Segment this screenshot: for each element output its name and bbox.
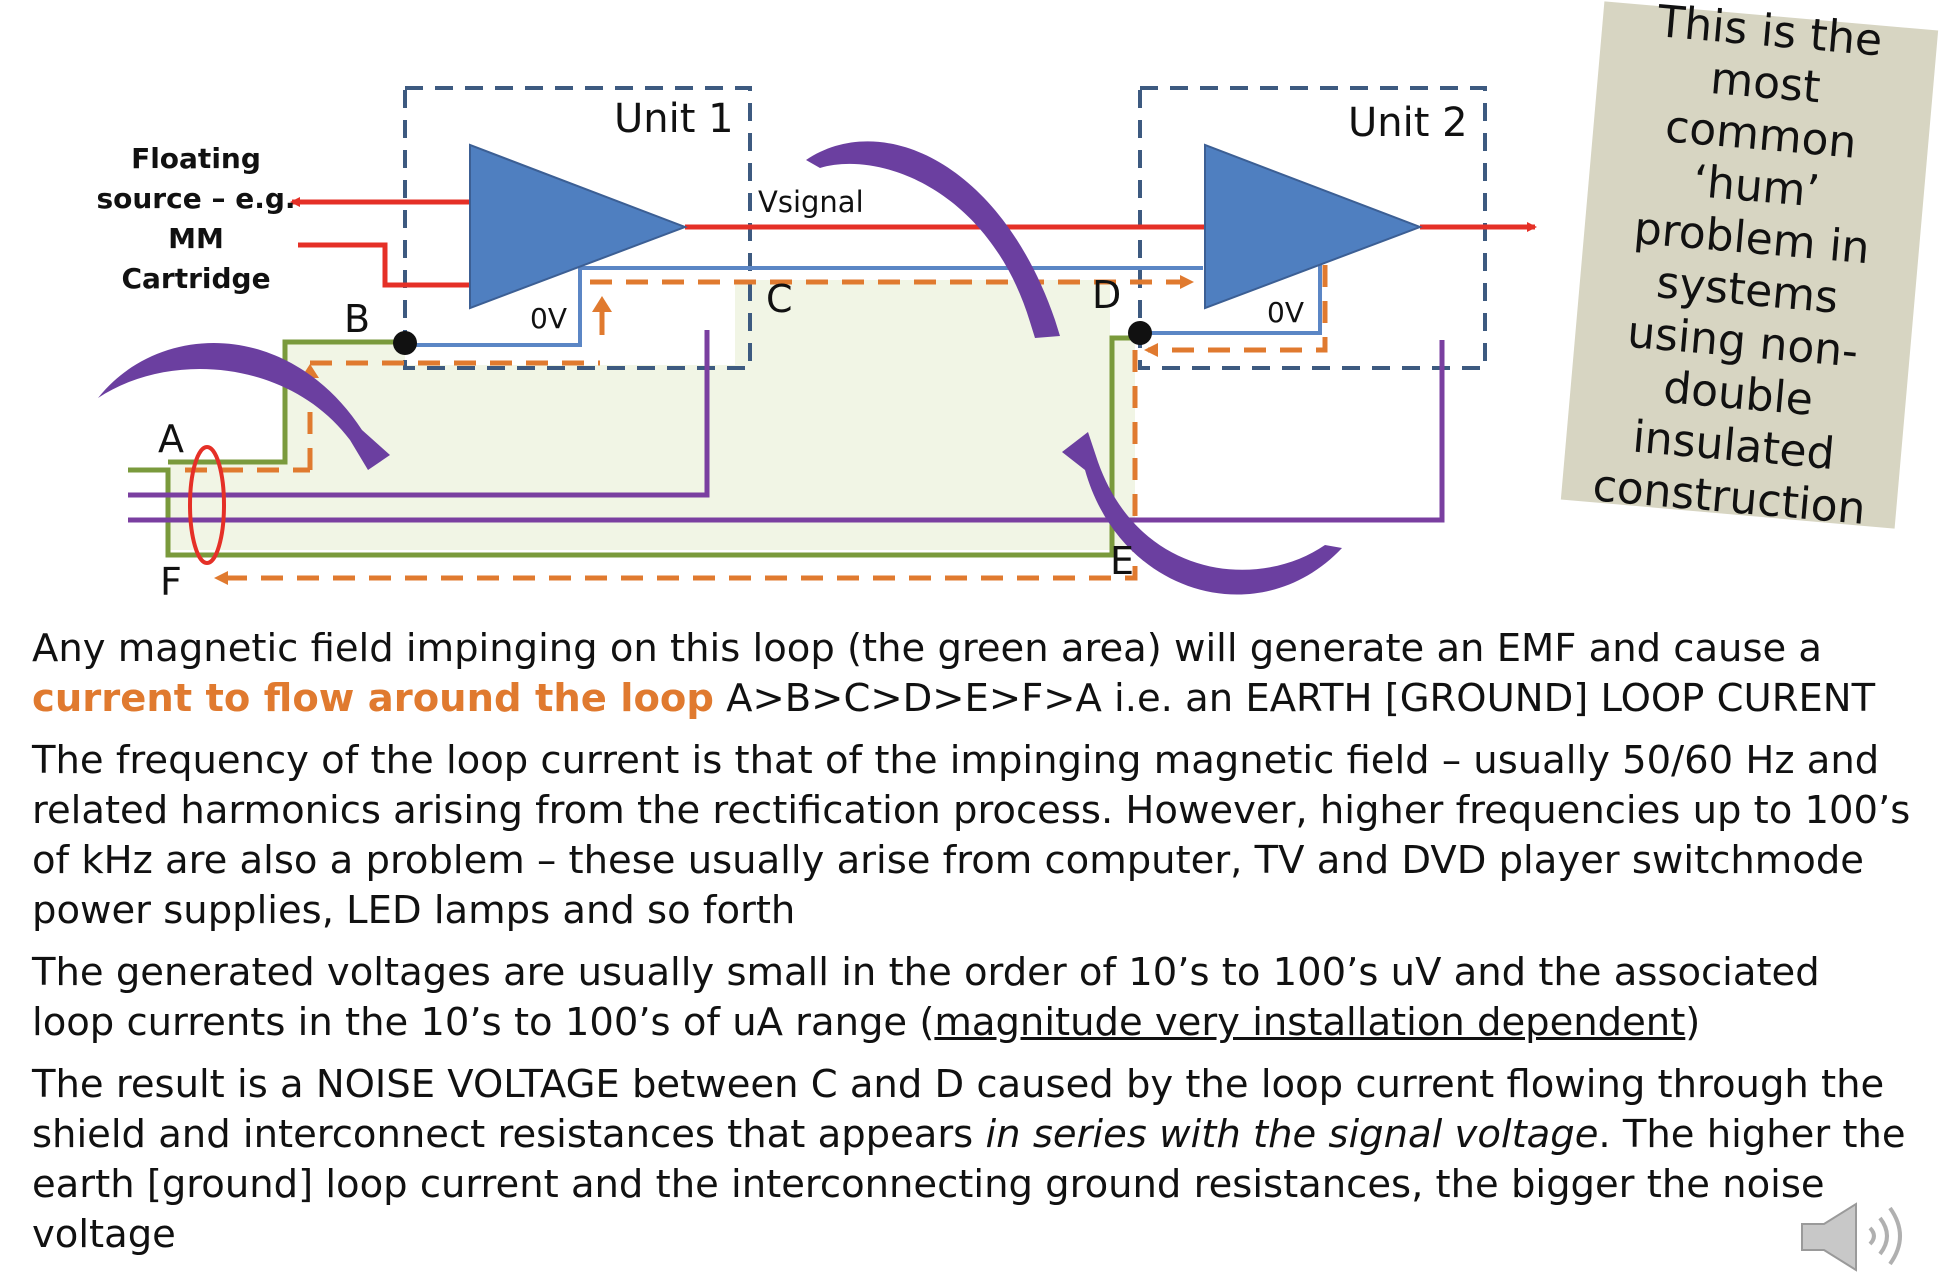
purple-wires: [128, 330, 1445, 523]
curved-arrow-bottom: [1062, 432, 1342, 595]
node-b-label: B: [344, 297, 370, 341]
paragraph-4: The result is a NOISE VOLTAGE between C …: [32, 1062, 1906, 1257]
magnetic-field-arrows: [98, 141, 1342, 595]
note-text: This is the most common ‘hum’ problem in…: [1590, 0, 1885, 535]
node-e-label: E: [1110, 539, 1134, 583]
unit1-label: Unit 1: [614, 96, 734, 142]
speaker-icon[interactable]: [1792, 1198, 1922, 1272]
ov-label-unit2: 0V: [1267, 296, 1304, 329]
series-signal-emphasis: in series with the signal voltage: [985, 1112, 1599, 1157]
curved-arrow-left: [98, 342, 390, 470]
green-ground-wire: [128, 335, 1140, 558]
node-b-dot: [393, 331, 417, 355]
explanation-text: Any magnetic field impinging on this loo…: [32, 624, 1912, 1272]
node-c-label: C: [766, 277, 793, 321]
paragraph-2: The frequency of the loop current is tha…: [32, 738, 1911, 933]
paragraph-3: The generated voltages are usually small…: [32, 950, 1820, 1045]
svg-text:Cartridge: Cartridge: [121, 262, 270, 295]
floating-source-label: Floating source – e.g. MM Cartridge: [96, 142, 295, 295]
amplifier-unit2: [1204, 143, 1423, 310]
loop-current-highlight: current to flow around the loop: [32, 676, 714, 721]
amplifier-unit1: [469, 143, 688, 310]
blue-ground-wire: [405, 260, 1322, 347]
hum-problem-note: This is the most common ‘hum’ problem in…: [1560, 0, 1939, 535]
node-f-label: F: [160, 560, 182, 604]
svg-text:MM: MM: [168, 222, 224, 255]
svg-text:source – e.g.: source – e.g.: [96, 182, 295, 215]
unit2-label: Unit 2: [1348, 100, 1468, 146]
ground-loop-diagram: Floating source – e.g. MM Cartridge Unit…: [96, 86, 1537, 604]
curved-arrow-top: [806, 141, 1060, 338]
cable-clamp-ellipse: [188, 445, 226, 565]
ov-label-unit1: 0V: [530, 302, 567, 335]
vsignal-label: Vsignal: [758, 185, 864, 219]
signal-wires: [290, 197, 1537, 288]
loop-area: [170, 280, 1135, 550]
node-d-dot: [1128, 321, 1152, 345]
node-a-label: A: [158, 417, 184, 461]
installation-dependent-note: magnitude very installation dependent: [934, 1000, 1686, 1045]
paragraph-1: Any magnetic field impinging on this loo…: [32, 626, 1876, 721]
svg-text:Floating: Floating: [131, 142, 261, 175]
node-d-label: D: [1092, 273, 1121, 317]
